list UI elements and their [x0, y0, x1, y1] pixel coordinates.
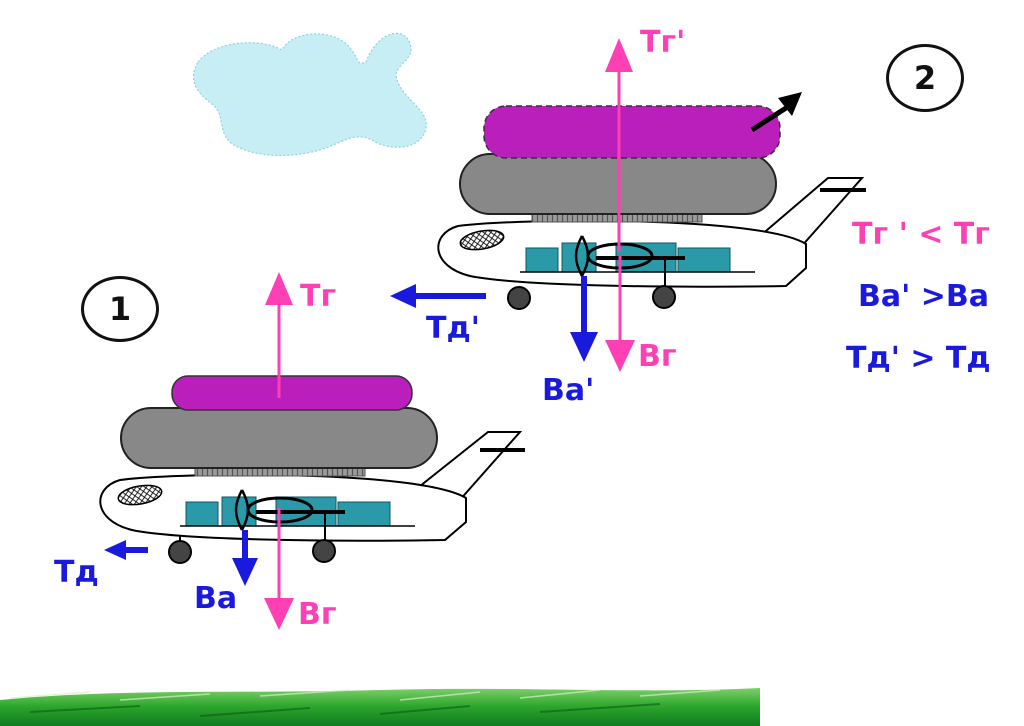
label-tg-1: Тг: [300, 279, 337, 314]
relation-tg: Тг ' < Тг: [852, 217, 990, 252]
label-ba-1: Ва: [194, 581, 238, 616]
balloon-top-2: [483, 105, 781, 159]
forces-1: [104, 272, 294, 630]
forces-2: [390, 38, 635, 372]
airship-1: [99, 375, 525, 564]
label-td-1: Тд: [54, 555, 99, 590]
label-bg-2: Вг: [638, 339, 677, 374]
airship-2: [437, 92, 866, 310]
cloud-shape: [193, 32, 427, 157]
state-1-number: 1: [108, 290, 132, 328]
label-ba-2: Ва': [542, 373, 595, 408]
relation-ba: Ва' >Ва: [858, 279, 989, 314]
balloon-top-1: [171, 375, 413, 411]
ground-grass: [0, 688, 760, 726]
state-2-number: 2: [913, 59, 937, 97]
label-tg-2: Тг': [640, 25, 686, 60]
state-1-badge: 1: [81, 276, 159, 342]
label-td-2: Тд': [426, 311, 480, 346]
state-2-badge: 2: [886, 44, 964, 112]
relation-td: Тд' > Тд: [846, 341, 991, 376]
label-bg-1: Вг: [298, 597, 337, 632]
balloon-body-1: [120, 407, 438, 469]
